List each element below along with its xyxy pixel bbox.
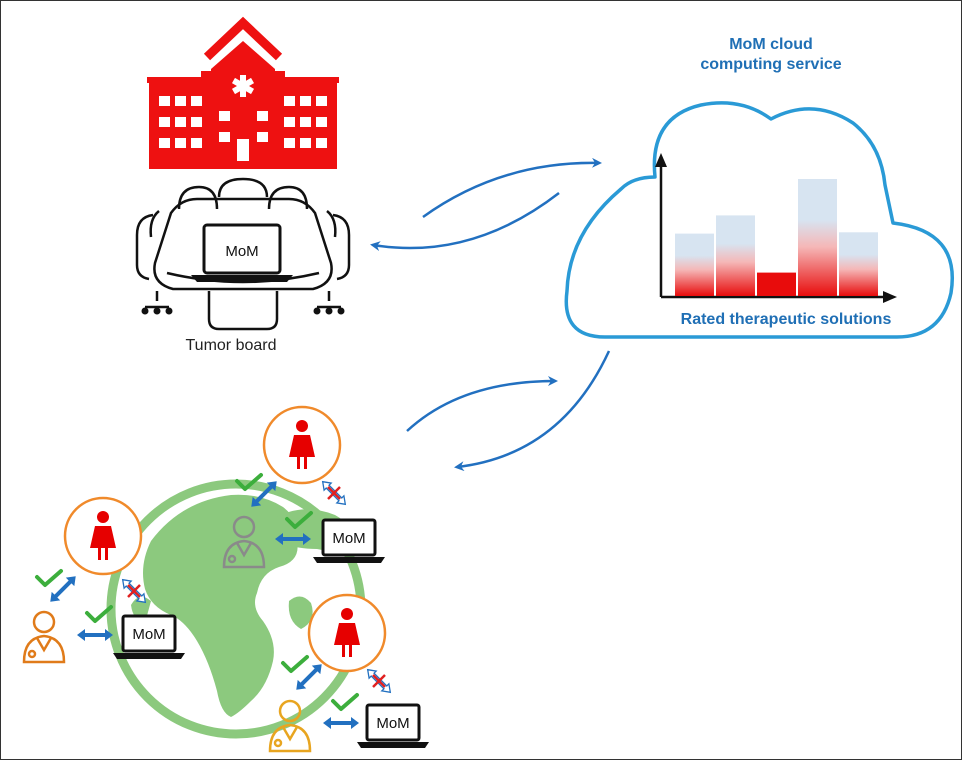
check-icon — [85, 605, 113, 623]
tumor-board-laptop-icon: MoM — [191, 223, 293, 282]
double-arrow-icon — [275, 533, 311, 545]
tumor-board-label: Tumor board — [185, 337, 277, 354]
tumor-board-laptop-label: MoM — [225, 243, 258, 260]
chair-wheels-icon — [141, 307, 345, 315]
clinic-laptop-label: MoM — [376, 715, 409, 732]
cloud-title-line2: computing service — [700, 56, 842, 73]
female-patient-icon — [334, 608, 360, 657]
female-patient-icon — [90, 511, 116, 560]
check-icon — [35, 569, 63, 587]
blocked-arrow-icons — [121, 480, 392, 694]
double-arrow-icon — [50, 576, 76, 602]
conference-table-icon — [135, 177, 351, 331]
double-arrow-icon — [251, 481, 277, 507]
chart-bar-3 — [757, 272, 796, 296]
chart-bar-2 — [716, 215, 755, 296]
cross-icon — [127, 486, 386, 688]
cloud-icon — [564, 101, 954, 339]
chart-caption: Rated therapeutic solutions — [680, 311, 892, 328]
check-icon — [285, 511, 313, 529]
hospital-icon — [147, 16, 339, 169]
patient-circle-right — [307, 593, 387, 673]
cloud-title-line1: MoM cloud — [729, 36, 813, 53]
patient-circle-left — [63, 496, 143, 576]
double-arrow-icon — [323, 717, 359, 729]
chart-bar-1 — [675, 233, 714, 296]
check-icons — [35, 473, 359, 711]
check-icon — [235, 473, 263, 491]
check-icon — [331, 693, 359, 711]
doctor-icon-yellow — [268, 699, 312, 753]
check-icon — [281, 655, 309, 673]
exchange-arrows — [370, 157, 611, 472]
arrow-cloud-to-globe — [454, 350, 611, 472]
bar-group — [675, 179, 878, 296]
female-patient-icon — [289, 420, 315, 469]
arrow-globe-to-cloud — [406, 376, 558, 432]
chart-axes — [655, 153, 897, 303]
double-arrow-icons — [50, 481, 359, 729]
double-arrow-icon — [77, 629, 113, 641]
clinic-laptop-icon-3: MoM — [357, 703, 429, 748]
doctor-icon-grey — [222, 515, 266, 569]
arrow-cloud-to-hospital — [370, 192, 560, 252]
clinic-laptop-icon-1: MoM — [313, 518, 385, 563]
patient-circle-top — [262, 405, 342, 485]
doctor-icon-orange — [22, 610, 66, 664]
clinic-laptop-label: MoM — [132, 626, 165, 643]
chart-bar-4 — [798, 179, 837, 296]
cloud-service-title: MoM cloud computing service — [681, 35, 861, 75]
double-arrow-icon — [296, 664, 322, 690]
clinic-laptop-label: MoM — [332, 530, 365, 547]
chart-bar-5 — [839, 232, 878, 296]
arrow-hospital-to-cloud — [422, 157, 602, 219]
clinic-laptop-icon-2: MoM — [113, 614, 185, 659]
